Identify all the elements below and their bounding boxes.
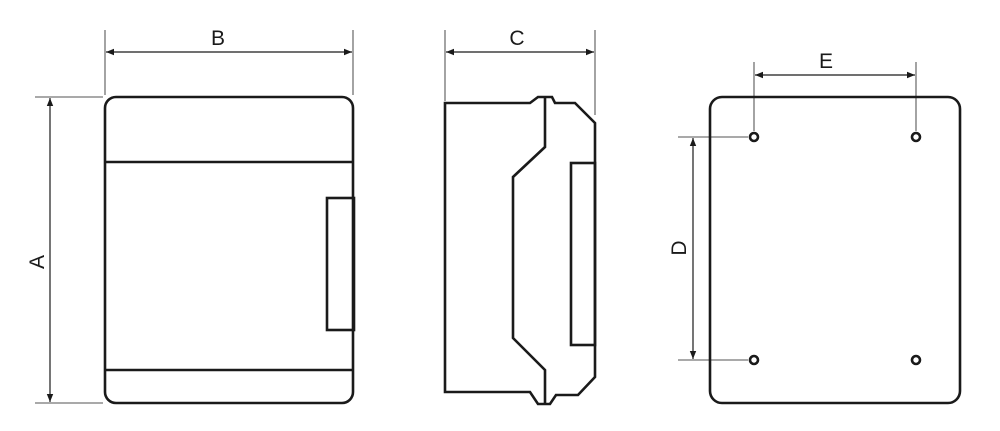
front-view — [103, 95, 356, 405]
dimension-d: D — [668, 136, 748, 361]
dimension-a-label: A — [26, 255, 49, 269]
mounting-hole — [748, 354, 760, 366]
dimension-e-label: E — [819, 50, 833, 73]
dimension-c-label: C — [509, 27, 524, 50]
side-handle — [569, 161, 597, 347]
mounting-hole — [910, 131, 922, 143]
dimension-e: E — [753, 50, 917, 131]
back-view — [708, 95, 962, 405]
dimension-a: A — [26, 96, 103, 404]
door-handle — [325, 196, 356, 332]
door-profile — [511, 97, 547, 404]
dimension-c: C — [444, 27, 596, 115]
dimension-d-label: D — [668, 240, 691, 255]
dimension-b-label: B — [211, 27, 225, 50]
side-body-outline — [443, 95, 597, 406]
side-view — [443, 95, 597, 406]
back-body-outline — [708, 95, 962, 405]
dimension-b: B — [104, 27, 354, 95]
front-body-outline — [103, 95, 355, 405]
mounting-hole — [910, 354, 922, 366]
mounting-hole — [748, 131, 760, 143]
